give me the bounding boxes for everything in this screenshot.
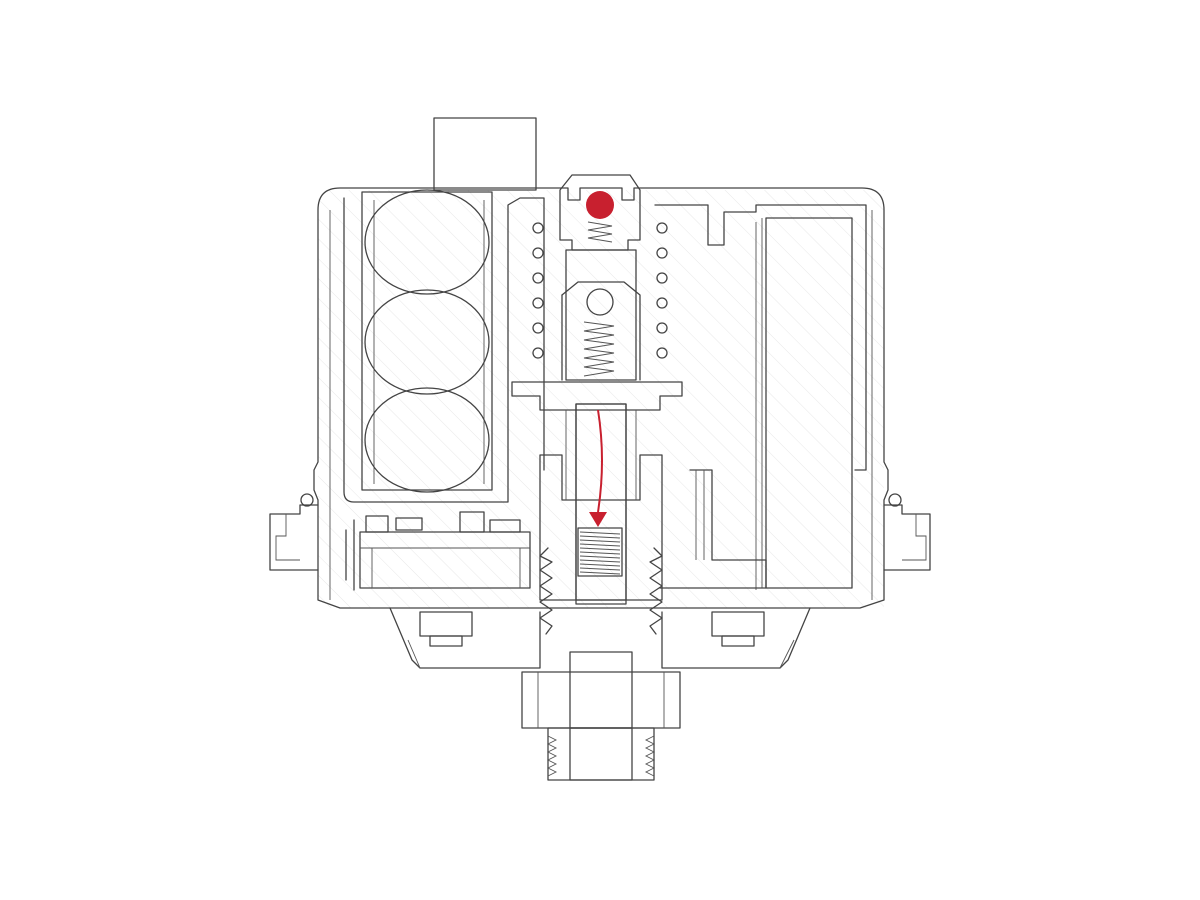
thread-line <box>579 543 621 547</box>
spring-coil-left-4 <box>532 297 544 309</box>
main-spring-right <box>656 222 668 359</box>
bellows-left <box>539 547 553 635</box>
spring-coil-right-3 <box>656 272 668 284</box>
indicator-dot <box>586 191 614 219</box>
lever-plate <box>511 381 683 411</box>
motor-block <box>654 204 867 590</box>
hex-nut <box>521 651 681 729</box>
bellows-right <box>649 547 663 635</box>
spring-coil-left-3 <box>532 272 544 284</box>
battery-compartment <box>343 191 545 503</box>
right-flange <box>883 493 931 571</box>
spring-coil-left-5 <box>532 322 544 334</box>
spring-coil-right-2 <box>656 247 668 259</box>
stem-housing <box>559 174 641 381</box>
thread-line <box>579 555 621 559</box>
battery-cells <box>364 189 490 493</box>
thread-line <box>579 563 621 567</box>
inner-spring-coil <box>583 321 615 377</box>
outer-housing <box>313 187 889 609</box>
spring-coil-left-6 <box>532 347 544 359</box>
thread-line <box>579 539 621 543</box>
left-flange <box>269 493 319 571</box>
flow-direction-arrow <box>589 409 607 527</box>
bottom-threaded-connector <box>546 727 656 781</box>
thread-line <box>579 531 621 535</box>
threaded-insert <box>577 527 623 577</box>
circuit-board <box>345 511 531 591</box>
spring-coil-right-6 <box>656 347 668 359</box>
battery-cell-1 <box>364 189 490 295</box>
spring-coil-left-1 <box>532 222 544 234</box>
spring-coil-left-2 <box>532 247 544 259</box>
thread-line <box>579 567 621 571</box>
thread-line <box>579 551 621 555</box>
base-plate <box>389 607 811 669</box>
insert-body <box>577 527 623 577</box>
battery-cell-2 <box>364 289 490 395</box>
thread-line <box>579 571 621 575</box>
thread-line <box>579 559 621 563</box>
section-hatching <box>318 190 884 608</box>
spring-coil-right-4 <box>656 297 668 309</box>
top-spring <box>587 221 613 243</box>
stem-shaft <box>539 403 663 605</box>
inner-spring <box>583 321 615 377</box>
thread-line <box>579 535 621 539</box>
spring-coil-right-1 <box>656 222 668 234</box>
check-ball <box>586 288 614 316</box>
spring-coil-right-5 <box>656 322 668 334</box>
battery-cell-3 <box>364 387 490 493</box>
top-connector <box>433 117 537 191</box>
thread-line <box>579 547 621 551</box>
main-spring-left <box>532 222 544 359</box>
